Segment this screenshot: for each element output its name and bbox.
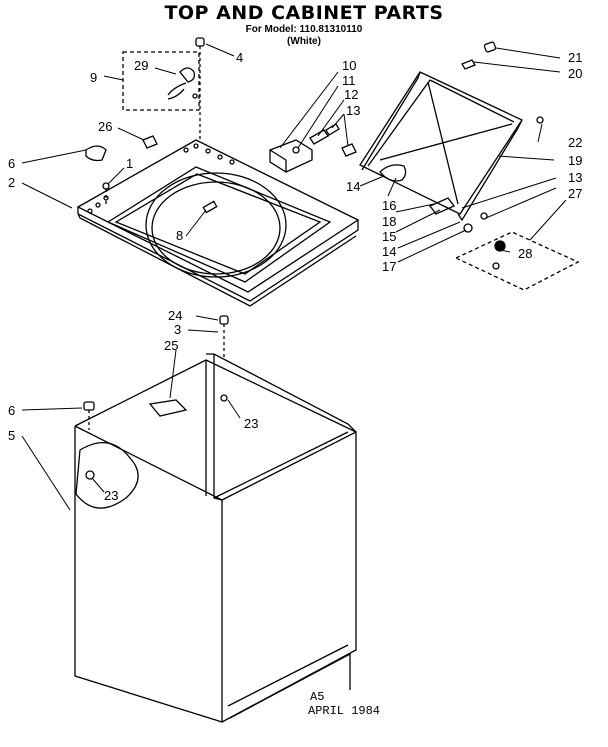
screw-23-lower — [86, 471, 94, 479]
part-17 — [464, 224, 472, 232]
part-25 — [150, 400, 186, 416]
callout-9: 9 — [90, 70, 97, 85]
callout-10: 10 — [342, 58, 356, 73]
callout-24: 24 — [168, 308, 182, 323]
callout-3: 3 — [174, 322, 181, 337]
part-13-screw — [342, 144, 356, 156]
part-13-top — [326, 124, 339, 135]
part-12 — [310, 130, 328, 144]
part-24 — [220, 316, 228, 324]
callout-17: 17 — [382, 259, 396, 274]
callout-6-lower: 6 — [8, 403, 15, 418]
callout-16: 16 — [382, 198, 396, 213]
callout-12: 12 — [344, 87, 358, 102]
callout-14-a: 14 — [346, 179, 360, 194]
callout-29: 29 — [134, 58, 148, 73]
callout-11: 11 — [342, 73, 356, 88]
color-line: (White) — [287, 36, 321, 47]
part-28-box — [456, 232, 578, 290]
part-28 — [495, 241, 505, 251]
part-6-hinge — [86, 146, 106, 161]
part-6-lower — [84, 402, 94, 410]
model-line: For Model: 110.81310110 — [245, 24, 363, 35]
footer-code: A5 — [310, 690, 325, 704]
screw-4 — [196, 38, 204, 140]
callout-13-top: 13 — [346, 103, 360, 118]
callout-26: 26 — [98, 119, 112, 134]
console-box — [123, 52, 199, 110]
callout-13-right: 13 — [568, 170, 582, 185]
part-20 — [462, 60, 475, 69]
part-21 — [484, 42, 496, 53]
callout-2: 2 — [8, 175, 15, 190]
panel-cutaway — [76, 443, 138, 508]
callout-8: 8 — [176, 228, 183, 243]
callout-20: 20 — [568, 66, 582, 81]
footer-date: APRIL 1984 — [308, 704, 381, 718]
lid — [360, 72, 522, 220]
screw-23-upper — [221, 395, 227, 401]
callout-25: 25 — [164, 338, 178, 353]
part-22 — [537, 117, 543, 123]
callout-22: 22 — [568, 135, 582, 150]
callout-23-upper: 23 — [244, 416, 258, 431]
callout-5: 5 — [8, 428, 15, 443]
diagram-title: TOP AND CABINET PARTS — [164, 2, 444, 24]
callout-28: 28 — [518, 246, 532, 261]
callout-19: 19 — [568, 153, 582, 168]
callout-27: 27 — [568, 186, 582, 201]
callout-23-lower: 23 — [104, 488, 118, 503]
callout-15: 15 — [382, 229, 396, 244]
callout-1: 1 — [126, 156, 133, 171]
callout-4: 4 — [236, 50, 243, 65]
callout-21: 21 — [568, 50, 582, 65]
lid-switch — [270, 140, 312, 172]
callout-6-top: 6 — [8, 156, 15, 171]
callout-14-b: 14 — [382, 244, 396, 259]
top-panel — [78, 140, 358, 306]
cabinet — [75, 354, 356, 722]
callout-18: 18 — [382, 214, 396, 229]
part-16 — [380, 165, 406, 181]
part-18 — [430, 198, 454, 214]
part-26 — [143, 136, 157, 148]
